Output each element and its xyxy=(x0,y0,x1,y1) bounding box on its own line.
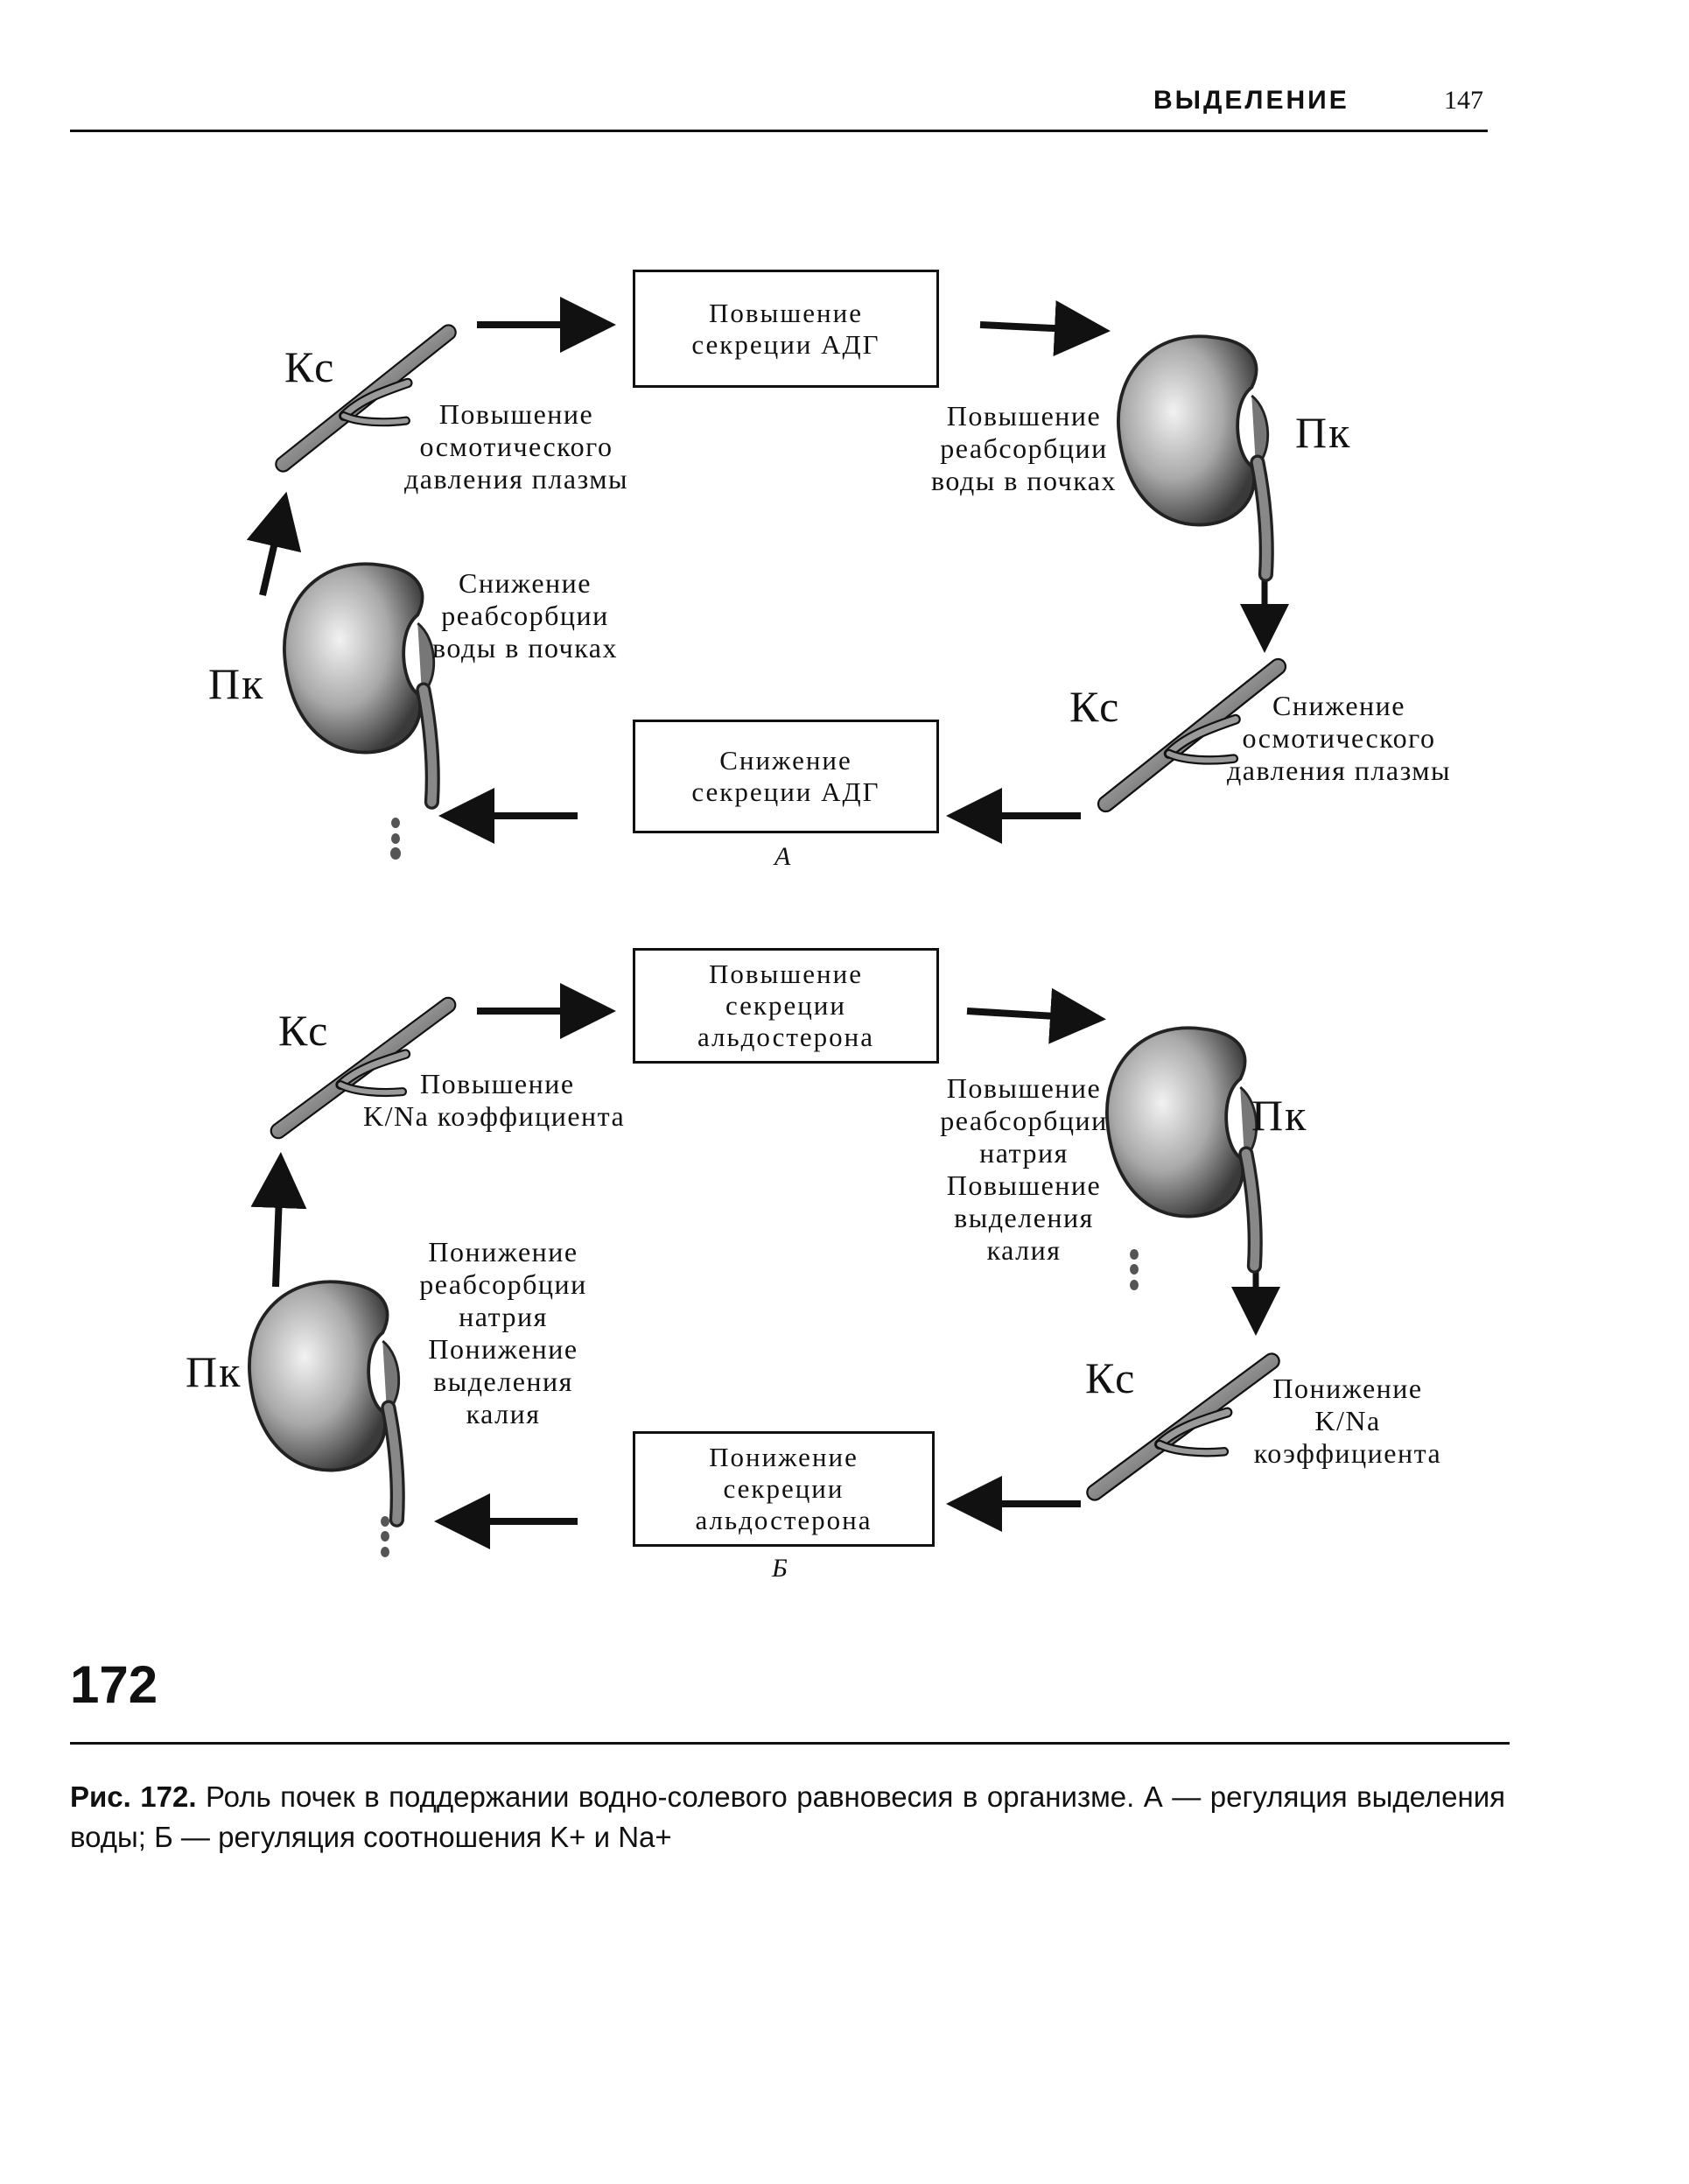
pk-label-a-left: Пк xyxy=(208,659,265,708)
diagram-a-graphics xyxy=(246,297,1299,860)
label-a-top-left-line-2: осмотического xyxy=(419,431,613,462)
label-b-bottom-left-line-3: натрия xyxy=(459,1301,548,1332)
section-letter-a: А xyxy=(774,842,791,871)
drops-b xyxy=(381,1249,1139,1557)
box-a-bottom-line-2: секреции АДГ xyxy=(691,776,880,807)
diagram-b-graphics xyxy=(249,983,1289,1557)
label-b-bottom-left-line-2: реабсорбции xyxy=(419,1268,587,1300)
label-b-top-left-line-1: Повышение xyxy=(420,1068,575,1099)
label-a-top-right-line-3: воды в почках xyxy=(930,465,1117,496)
box-b-bottom-line-3: альдостерона xyxy=(695,1505,873,1535)
label-a-top-left-line-1: Повышение xyxy=(438,398,594,430)
box-b-top: Повышение секреции альдостерона xyxy=(633,948,939,1064)
header-rule xyxy=(70,130,1488,132)
label-a-top-left: Повышение осмотического давления плазмы xyxy=(368,398,665,495)
running-header-page-number: 147 xyxy=(1444,86,1483,115)
label-a-bottom-right-line-1: Снижение xyxy=(1272,690,1405,721)
box-a-top-line-1: Повышение xyxy=(709,297,863,328)
page-number: 172 xyxy=(70,1655,158,1714)
label-b-top-right-line-6: калия xyxy=(986,1234,1062,1266)
label-b-top-right-line-3: натрия xyxy=(979,1137,1069,1169)
figure-caption-lead: Рис. 172. xyxy=(70,1780,197,1813)
pk-label-a-right: Пк xyxy=(1295,408,1352,457)
label-b-top-right-line-1: Повышение xyxy=(946,1072,1102,1104)
caption-rule xyxy=(70,1742,1510,1745)
kc-label-b-top: Кс xyxy=(278,1006,330,1055)
box-b-top-line-3: альдостерона xyxy=(697,1022,875,1052)
label-b-top-left-line-2: K/Na коэффициента xyxy=(363,1100,626,1132)
label-b-bottom-left-line-5: выделения xyxy=(433,1366,573,1397)
kc-label-a-top: Кс xyxy=(284,342,336,391)
label-b-top-right-line-4: Повышение xyxy=(946,1169,1102,1201)
figure-caption: Рис. 172. Роль почек в поддержании водно… xyxy=(70,1777,1505,1857)
label-a-bottom-right-line-2: осмотического xyxy=(1242,722,1436,754)
figure-caption-text: Роль почек в поддержании водно-солевого … xyxy=(70,1780,1506,1853)
label-a-bottom-left: Снижение реабсорбции воды в почках xyxy=(411,567,639,664)
box-b-bottom-line-2: секреции xyxy=(723,1473,844,1504)
label-b-bottom-right: Понижение K/Na коэффициента xyxy=(1225,1373,1470,1470)
kc-label-b-bottom: Кс xyxy=(1085,1353,1137,1402)
kc-label-a-bottom: Кс xyxy=(1069,682,1121,731)
label-a-top-right: Повышение реабсорбции воды в почках xyxy=(910,400,1138,497)
label-a-bottom-right-line-3: давления плазмы xyxy=(1226,755,1452,786)
label-b-bottom-left-line-6: калия xyxy=(466,1398,541,1429)
label-a-bottom-left-line-2: реабсорбции xyxy=(441,600,609,631)
label-b-bottom-right-line-3: коэффициента xyxy=(1253,1437,1442,1469)
label-b-bottom-right-line-2: K/Na xyxy=(1314,1405,1381,1436)
label-a-top-right-line-1: Повышение xyxy=(946,400,1102,432)
section-letter-b: Б xyxy=(772,1554,788,1583)
label-b-top-right: Повышение реабсорбции натрия Повышение в… xyxy=(919,1072,1129,1267)
label-a-bottom-left-line-3: воды в почках xyxy=(431,632,618,664)
label-a-bottom-left-line-1: Снижение xyxy=(459,567,592,599)
pk-label-b-right: Пк xyxy=(1251,1091,1308,1140)
running-header-title: ВЫДЕЛЕНИЕ xyxy=(1153,86,1349,115)
box-b-top-line-1: Повышение xyxy=(709,959,863,989)
box-a-top-line-2: секреции АДГ xyxy=(691,328,880,360)
arrow-b-left-up xyxy=(250,1152,307,1288)
arrow-b-top-right xyxy=(966,987,1106,1044)
label-a-top-left-line-3: давления плазмы xyxy=(403,463,629,495)
label-b-bottom-left-line-4: Понижение xyxy=(428,1333,578,1365)
drops-a xyxy=(390,818,401,860)
label-b-top-right-line-5: выделения xyxy=(954,1202,1094,1233)
label-b-bottom-left-line-1: Понижение xyxy=(428,1236,578,1268)
label-b-bottom-left: Понижение реабсорбции натрия Понижение в… xyxy=(398,1236,608,1430)
pk-label-b-left: Пк xyxy=(186,1347,242,1396)
box-a-top: Повышение секреции АДГ xyxy=(633,270,939,388)
kidney-b-bottom-left xyxy=(249,1282,399,1520)
label-b-top-right-line-2: реабсорбции xyxy=(940,1105,1108,1136)
box-a-bottom-line-1: Снижение xyxy=(719,745,852,776)
label-a-bottom-right: Снижение осмотического давления плазмы xyxy=(1208,690,1470,787)
arrow-a-top-right xyxy=(979,300,1111,357)
label-b-bottom-right-line-1: Понижение xyxy=(1272,1373,1423,1404)
box-a-bottom: Снижение секреции АДГ xyxy=(633,720,939,833)
kidney-b-top-right xyxy=(1107,1028,1257,1266)
arrow-a-left-up xyxy=(246,491,302,596)
label-b-top-left: Повышение K/Na коэффициента xyxy=(363,1068,696,1133)
kidney-a-top-right xyxy=(1118,336,1268,574)
label-a-top-right-line-2: реабсорбции xyxy=(940,432,1108,464)
box-b-top-line-2: секреции xyxy=(725,990,846,1021)
box-b-bottom-line-1: Понижение xyxy=(709,1442,859,1472)
box-b-bottom: Понижение секреции альдостерона xyxy=(633,1431,935,1547)
